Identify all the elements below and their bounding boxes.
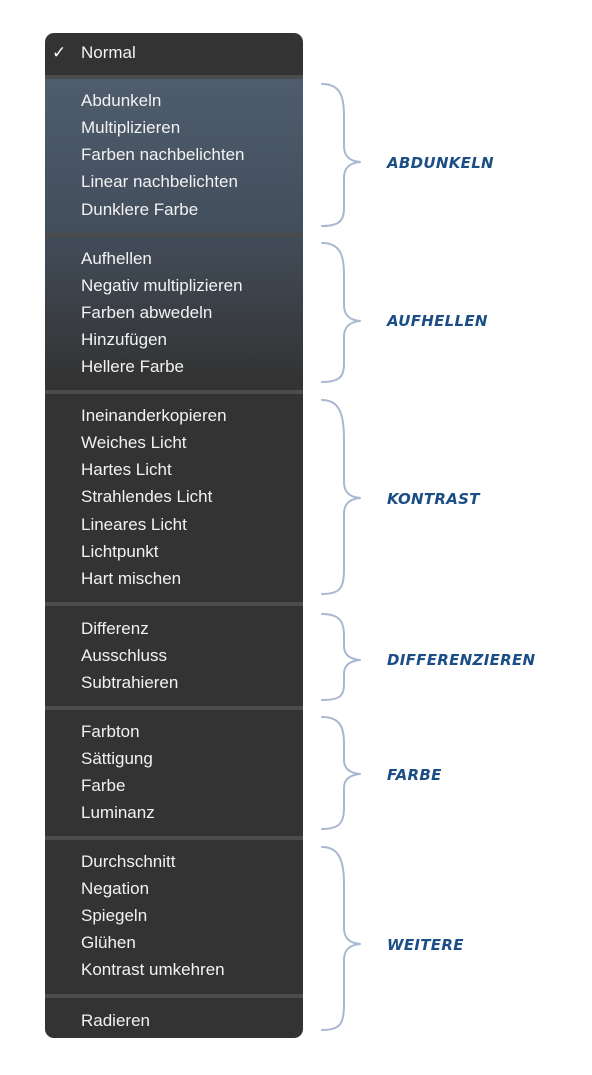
- menu-item[interactable]: Durchschnitt: [81, 852, 176, 871]
- category-label-weitere: WEITERE: [387, 936, 464, 954]
- checkmark-icon: ✓: [52, 43, 67, 62]
- menu-item[interactable]: Hart mischen: [81, 569, 182, 588]
- menu-separator: [45, 390, 303, 394]
- brace-aufhellen: [321, 242, 361, 383]
- menu-separator: [45, 706, 303, 710]
- menu-item[interactable]: Differenz: [81, 619, 149, 638]
- menu-item[interactable]: Dunklere Farbe: [81, 200, 199, 219]
- category-label-differenzieren: DIFFERENZIEREN: [387, 651, 536, 669]
- category-label-farbe: FARBE: [387, 766, 442, 784]
- menu-item[interactable]: Strahlendes Licht: [81, 487, 213, 506]
- menu-item[interactable]: Ausschluss: [81, 646, 167, 665]
- menu-item[interactable]: Multiplizieren: [81, 118, 181, 137]
- menu-item[interactable]: Luminanz: [81, 803, 155, 822]
- menu-separator: [45, 233, 303, 237]
- category-label-aufhellen: AUFHELLEN: [387, 312, 488, 330]
- menu-separator: [45, 75, 303, 79]
- menu-item[interactable]: Glühen: [81, 933, 136, 952]
- menu-item[interactable]: Hellere Farbe: [81, 357, 184, 376]
- menu-item[interactable]: Kontrast umkehren: [81, 960, 225, 979]
- brace-weitere: [321, 846, 361, 1031]
- menu-item[interactable]: Weiches Licht: [81, 433, 187, 452]
- menu-item[interactable]: Ineinanderkopieren: [81, 406, 227, 425]
- menu-item[interactable]: Sättigung: [81, 749, 153, 768]
- highlight-tint: [45, 79, 303, 379]
- menu-separator: [45, 994, 303, 998]
- brace-differenzieren: [321, 613, 361, 701]
- brace-abdunkeln: [321, 83, 361, 227]
- menu-item[interactable]: Spiegeln: [81, 906, 148, 925]
- menu-item[interactable]: Farben abwedeln: [81, 303, 213, 322]
- menu-item[interactable]: Hinzufügen: [81, 330, 168, 349]
- menu-item[interactable]: Farbton: [81, 722, 140, 741]
- brace-kontrast: [321, 399, 361, 595]
- menu-item-radieren[interactable]: Radieren: [81, 1011, 150, 1030]
- menu-item[interactable]: Aufhellen: [81, 249, 152, 268]
- menu-item[interactable]: Lineares Licht: [81, 515, 187, 534]
- menu-item[interactable]: Negativ multiplizieren: [81, 276, 243, 295]
- menu-item[interactable]: Abdunkeln: [81, 91, 162, 110]
- menu-item-normal[interactable]: Normal: [81, 43, 136, 62]
- blend-mode-menu: ✓ Normal Abdunkeln Multiplizieren Farben…: [45, 33, 303, 1038]
- menu-separator: [45, 836, 303, 840]
- menu-item[interactable]: Farben nachbelichten: [81, 145, 245, 164]
- menu-item[interactable]: Subtrahieren: [81, 673, 179, 692]
- brace-farbe: [321, 716, 361, 830]
- menu-item[interactable]: Farbe: [81, 776, 126, 795]
- category-label-abdunkeln: ABDUNKELN: [387, 154, 494, 172]
- menu-item[interactable]: Lichtpunkt: [81, 542, 159, 561]
- menu-item[interactable]: Negation: [81, 879, 150, 898]
- menu-separator: [45, 602, 303, 606]
- menu-item[interactable]: Linear nachbelichten: [81, 172, 238, 191]
- menu-item[interactable]: Hartes Licht: [81, 460, 172, 479]
- category-label-kontrast: KONTRAST: [387, 490, 480, 508]
